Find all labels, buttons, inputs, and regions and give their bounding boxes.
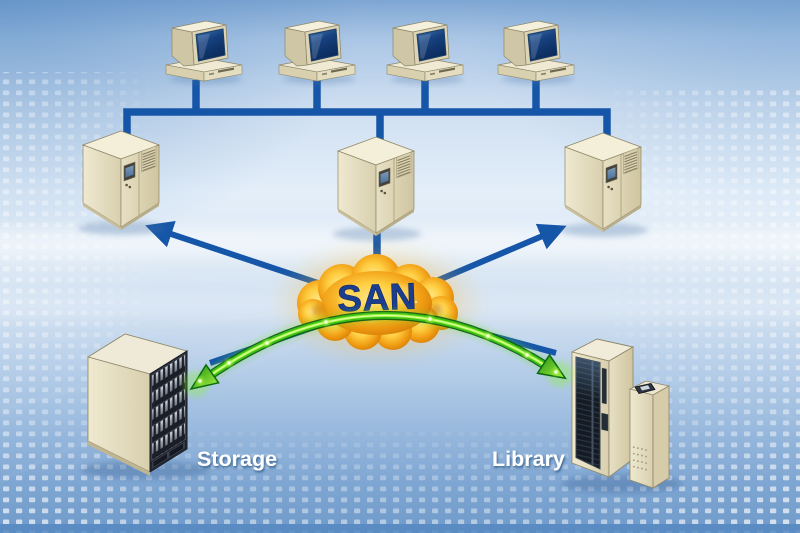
unit-right [652,385,670,489]
bottom-strip [0,524,800,533]
san-cloud: SAN [273,243,483,363]
storage-base-edge [88,441,150,476]
library-panel-tall [601,367,607,405]
storage-bay-face [149,350,188,473]
library-label: Library [492,447,565,471]
vent [169,443,183,457]
green-data-path [183,309,573,397]
unit-front [629,388,654,489]
bus-line [123,108,611,144]
unit-vent-dots [632,446,649,471]
library-right-face [608,346,634,478]
library-control-unit [628,380,671,489]
control-panel-screen [640,385,650,391]
drive-bays [151,353,186,462]
library-panel-small [601,412,609,432]
storage-array [81,333,209,479]
library-tape-slots [576,357,600,469]
bay-row-frames [151,370,186,444]
green-arc-hot [204,314,552,380]
tape-library [562,338,682,493]
vent [153,453,167,467]
storage-label: Storage [197,447,277,471]
